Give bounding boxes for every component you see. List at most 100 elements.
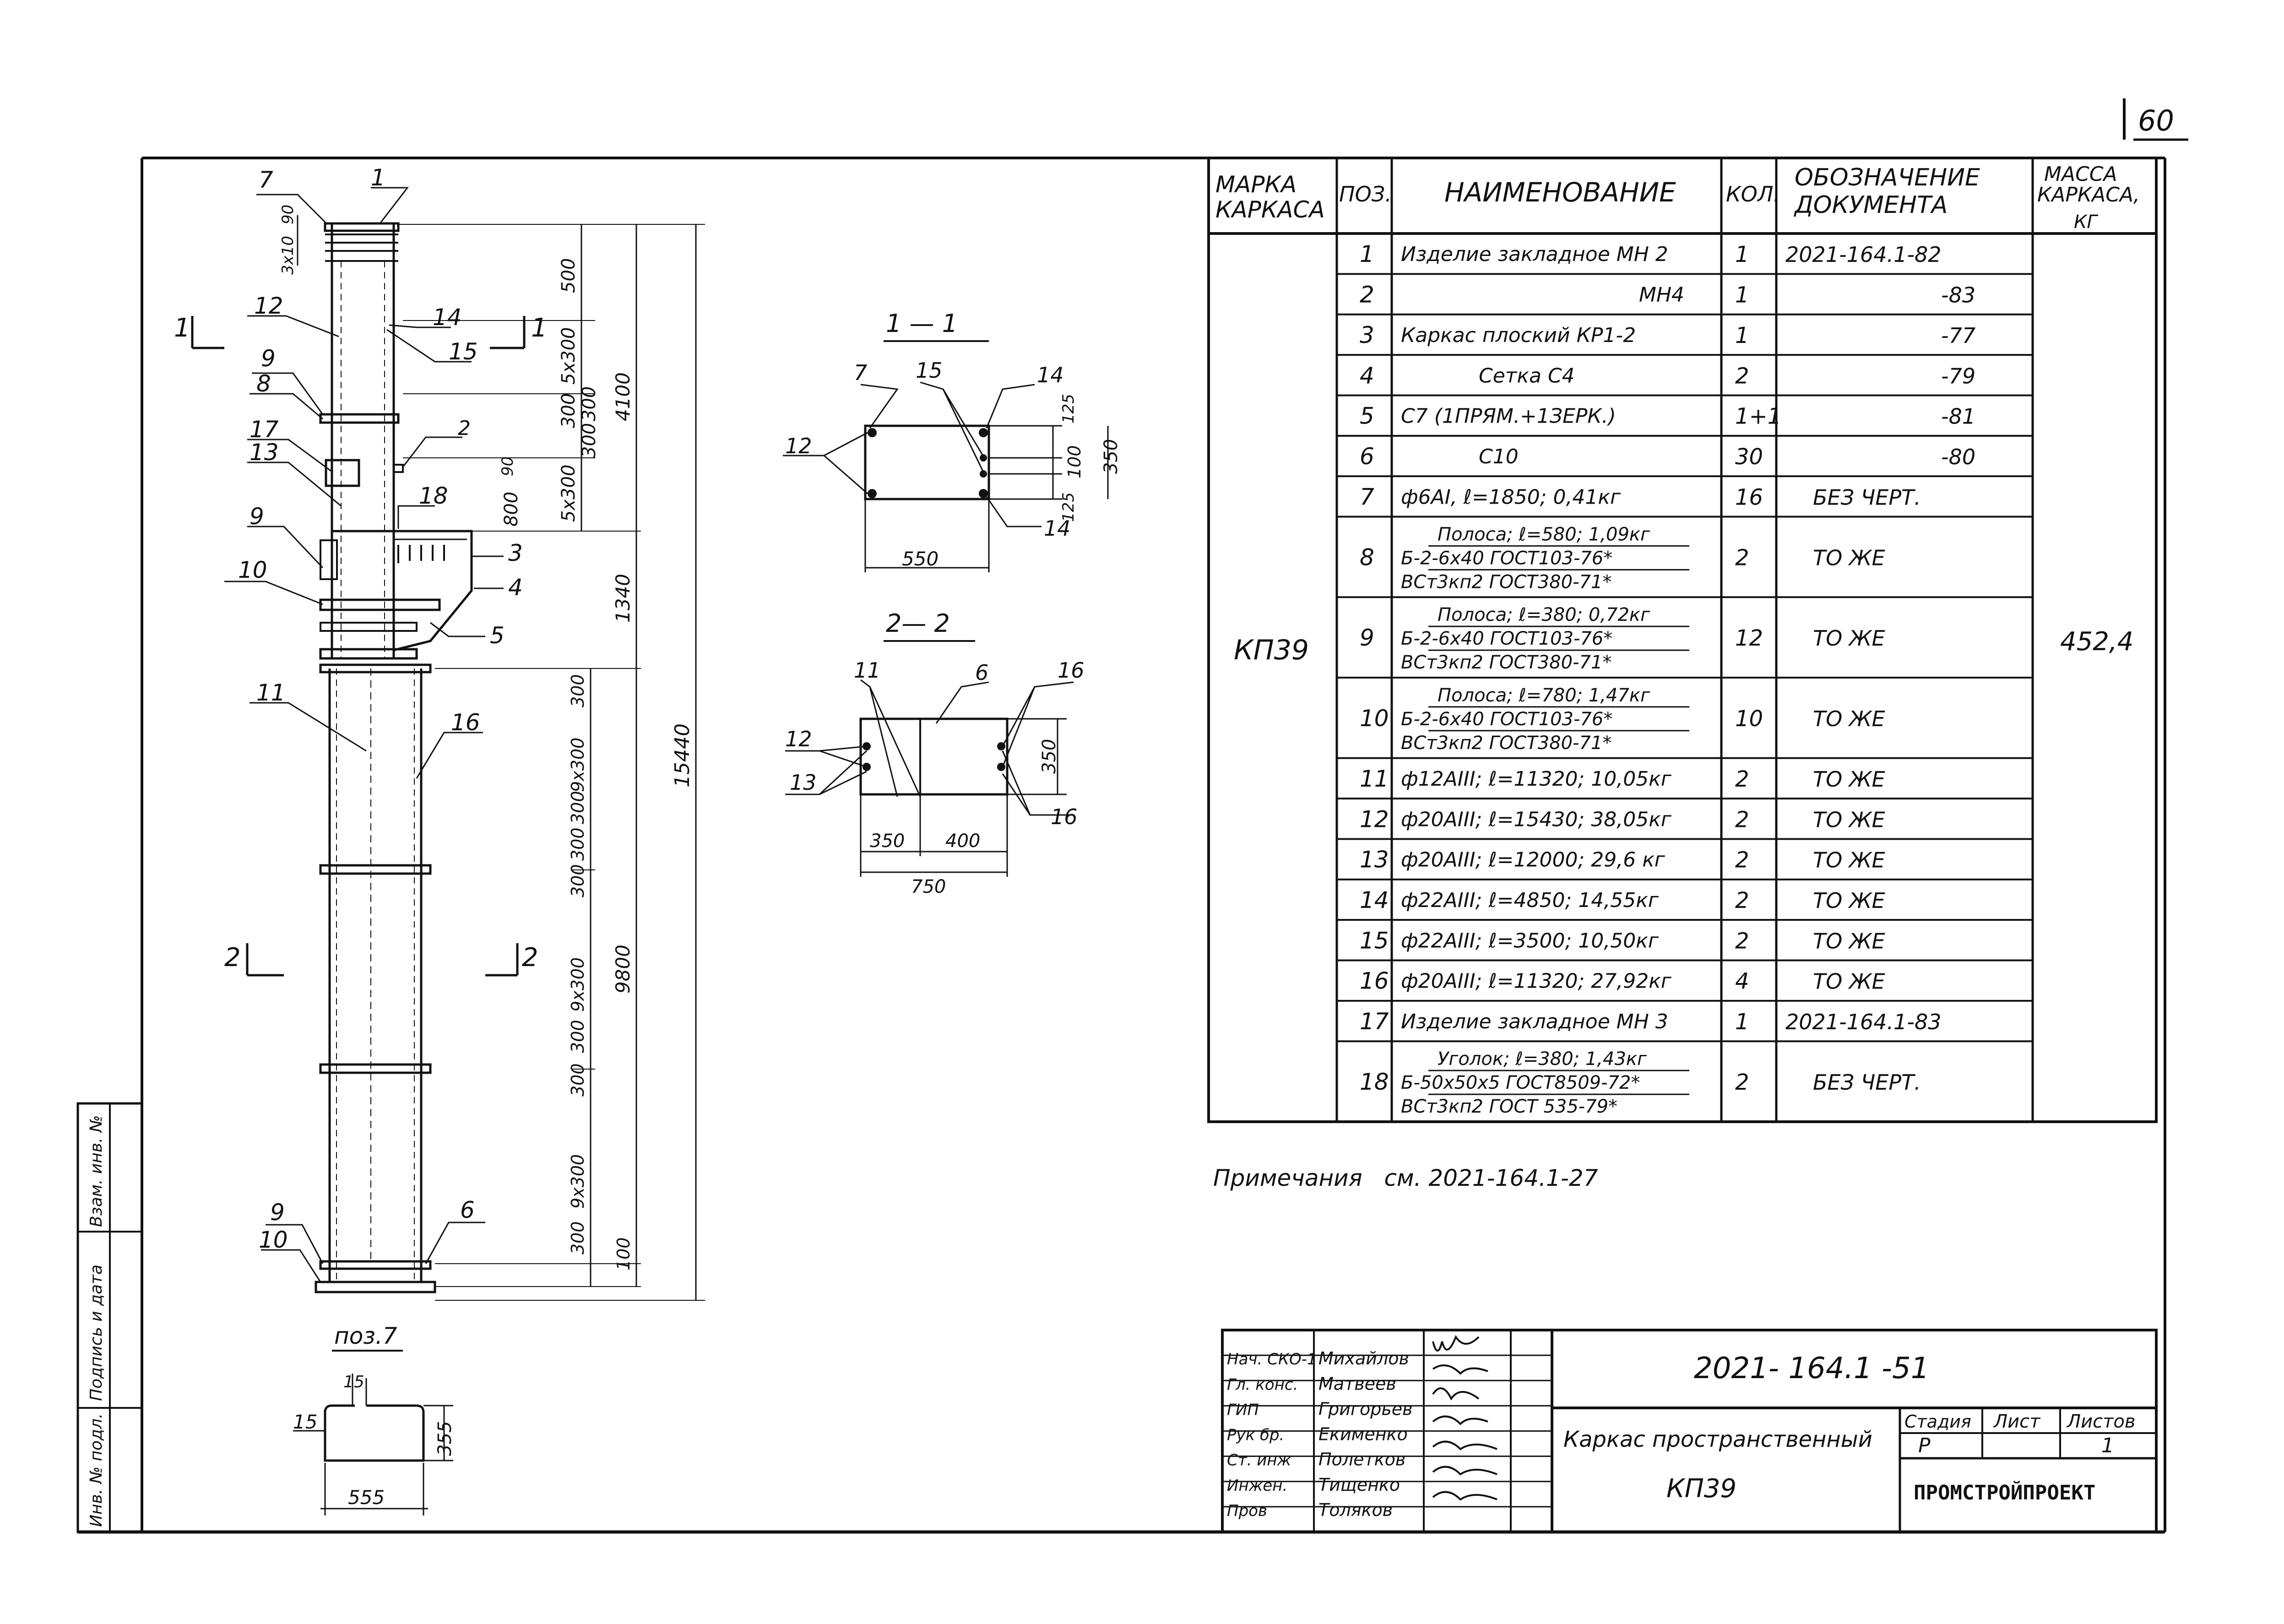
table-mass: 452,4 [2060,627,2133,657]
tb-sheet-label: Лист [1993,1411,2041,1432]
dimension-chains: 500 5х300 300 300 300 5х300 800 90 4100 … [398,224,705,1301]
row-doc: БЕЗ ЧЕРТ. [1813,485,1921,510]
row-name-line: С10 [1479,445,1519,468]
callout-3: 3 [508,540,523,566]
section-1-1-dim-350: 350 [1101,439,1122,474]
callout-9-upper: 9 [261,345,276,372]
row-doc: ТО ЖЕ [1813,807,1885,832]
row-qty: 1 [1735,323,1749,348]
section-2-2-callout-12: 12 [785,727,812,751]
row-doc: ТО ЖЕ [1813,929,1885,953]
row-name-line: ВСт3кп2 ГОСТ 535-79* [1401,1096,1617,1117]
dim-300-a: 300 [579,386,600,421]
row-name-line: Каркас плоский КР1-2 [1401,324,1636,347]
section-2-2-dim-350-a: 350 [1039,739,1060,774]
row-doc: -79 [1941,364,1975,388]
row-pos: 2 [1360,282,1374,308]
callout-11: 11 [256,679,286,706]
elevation-callouts: 7 1 12 14 15 9 8 17 2 13 18 9 3 10 4 5 1… [238,164,523,1253]
dim-100: 100 [613,1237,634,1271]
header-mass-3: КГ [2074,212,2098,233]
tb-stage-label: Стадия [1904,1412,1971,1432]
column-elevation [315,222,473,1293]
row-pos: 4 [1360,362,1374,389]
header-name: НАИМЕНОВАНИЕ [1444,177,1676,208]
section-1-1-callout-12: 12 [785,434,812,458]
row-doc: -80 [1941,445,1975,469]
tb-person: Толяков [1318,1500,1393,1520]
row-qty: 12 [1735,625,1763,651]
row-pos: 1 [1360,241,1374,267]
header-mass-1: МАССА [2044,163,2117,186]
row-doc: ТО ЖЕ [1813,888,1885,913]
tb-designation: 2021- 164.1 -51 [1694,1352,1929,1385]
side-stamp-inv-podl: Инв. № подл. [87,1413,106,1527]
dim-1340: 1340 [612,574,634,623]
section-mark-2-left: 2 [224,943,241,972]
row-qty: 2 [1735,1070,1749,1095]
row-doc: ТО ЖЕ [1813,706,1885,731]
row-qty: 1 [1735,282,1749,308]
callout-5: 5 [490,622,505,649]
sheet-number: 60 [2138,104,2174,137]
dim-3x10: 3х10 [279,236,297,275]
tb-person: Григорьев [1318,1399,1413,1419]
section-1-1-callout-14-top: 14 [1037,363,1064,387]
dim-lower-300-c: 300 [568,827,588,861]
dim-90-small: 90 [499,456,517,476]
row-name-line: ф20АIII; ℓ=12000; 29,6 кг [1401,848,1666,872]
row-name-line: ф20АIII; ℓ=11320; 27,92кг [1401,970,1672,993]
section-2-2-title: 2— 2 [886,609,950,638]
tb-person: Тищенко [1318,1475,1400,1495]
dim-9800: 9800 [612,945,634,994]
row-lines [1337,273,2033,1043]
header-mark-1: МАРКА [1215,171,1297,198]
row-qty: 2 [1735,766,1749,792]
row-qty: 30 [1735,444,1763,470]
section-mark-1-left: 1 [174,313,190,343]
section-mark-1-right: 1 [531,313,548,343]
row-doc: ТО ЖЕ [1813,767,1885,792]
row-name-line: ф12АIII; ℓ=11320; 10,05кг [1401,767,1672,791]
row-name-line: Б-2-6х40 ГОСТ103-76* [1401,628,1612,649]
tb-sheets: 1 [2101,1434,2114,1457]
section-1-1: 1 — 1 550 125 100 125 350 7 15 14 12 14 [783,309,1122,572]
row-pos: 12 [1360,806,1389,832]
pos7-dim-15-top: 15 [343,1373,364,1391]
tb-person: Михайлов [1318,1348,1409,1369]
dim-90: 90 [279,205,297,224]
row-doc: -77 [1941,323,1975,348]
tb-person: Екименко [1318,1424,1408,1445]
tb-role: Рук бр. [1227,1426,1284,1445]
section-2-2-callout-6: 6 [975,660,988,685]
section-1-1-callout-14-bottom: 14 [1044,516,1071,541]
callout-10-console: 10 [238,557,267,583]
row-name-line: С7 (1ПРЯМ.+1ЗЕРК.) [1401,405,1616,428]
row-pos: 17 [1360,1008,1389,1035]
row-qty: 1 [1735,242,1749,267]
row-doc: ТО ЖЕ [1813,626,1885,651]
row-pos: 5 [1360,403,1374,429]
callout-7-top: 7 [259,167,273,193]
tb-person: Полетков [1318,1450,1405,1470]
row-pos: 9 [1360,625,1374,651]
dim-4100: 4100 [612,372,634,421]
row-pos: 14 [1360,887,1389,913]
dim-5x300-upper: 5х300 [558,327,579,385]
notes: Примечания см. 2021-164.1-27 [1213,1165,1598,1191]
callout-18: 18 [419,483,448,509]
row-doc: ТО ЖЕ [1813,969,1885,994]
section-2-2-callout-13: 13 [790,770,817,795]
row-name-line: Уголок; ℓ=380; 1,43кг [1438,1048,1647,1070]
section-1-1-dim-125-a: 125 [1059,394,1078,424]
